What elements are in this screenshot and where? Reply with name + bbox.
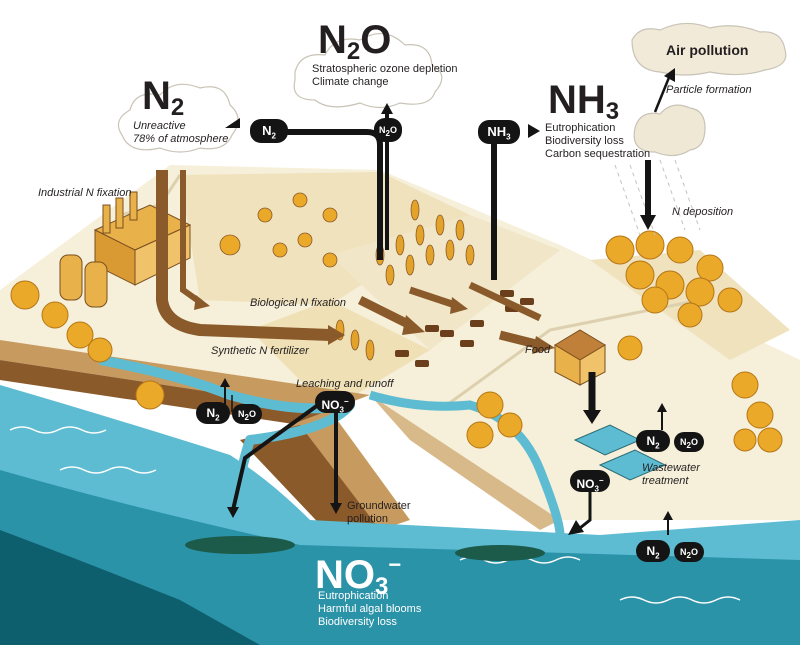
livestock-to-food-flow <box>498 330 542 350</box>
emission-arrowhead <box>657 403 667 412</box>
no3-effects: Eutrophication Harmful algal blooms Biod… <box>318 590 421 629</box>
wastewater-label: Wastewater treatment <box>642 462 700 488</box>
no3-effect-1: Eutrophication <box>318 590 389 602</box>
particle-formation-arrowhead <box>664 68 675 82</box>
field-to-livestock-arrowhead <box>450 297 468 314</box>
wastewater-tank <box>598 449 667 481</box>
wastewater-line-2: treatment <box>642 475 689 487</box>
lake-water-mid <box>0 470 800 645</box>
wave-line <box>59 466 157 474</box>
emission-arrowhead <box>220 378 230 387</box>
bio-fixation-flow <box>180 170 202 305</box>
industrial-fixation-label: Industrial N fixation <box>38 187 132 199</box>
wastewater-line-1: Wastewater <box>642 462 700 474</box>
air-pollution-label: Air pollution <box>666 42 749 58</box>
n2o-effect-1: Stratospheric ozone depletion <box>312 63 458 75</box>
n-deposition-label: N deposition <box>672 206 734 218</box>
nh3-effect-2: Biodiversity loss <box>545 135 624 147</box>
n2-note: Unreactive 78% of atmosphere <box>133 120 228 146</box>
wave-line <box>619 596 741 604</box>
n2-note-line-1: Unreactive <box>133 120 186 132</box>
soil-layer <box>370 395 560 530</box>
nh3-right-arrowhead <box>528 124 540 138</box>
nh3-effect-1: Eutrophication <box>545 122 616 134</box>
bio-fixation-arrowhead <box>194 295 210 310</box>
n2-heading: N2 <box>142 74 185 121</box>
n2-pill-river: N2 <box>196 402 230 424</box>
food-chain-flow <box>468 281 542 322</box>
lake-water-deep <box>0 530 260 645</box>
no3-heading: NO3− <box>315 552 402 600</box>
wastewater-no3-arrowhead <box>568 520 584 535</box>
soil-layer <box>240 425 380 535</box>
leaching-arrowhead <box>330 503 342 514</box>
n2-pill-wastewater: N2 <box>636 430 670 452</box>
n2o-heading: N2O <box>318 18 392 65</box>
n2o-effect-2: Climate change <box>312 76 389 88</box>
n2-note-line-2: 78% of atmosphere <box>133 133 229 145</box>
nh3-effect-3: Carbon sequestration <box>545 148 651 160</box>
n2o-to-n2-arrowhead <box>225 118 240 138</box>
tree-group <box>10 230 783 453</box>
no3-effect-2: Harmful algal blooms <box>318 603 422 615</box>
biological-fixation-label: Biological N fixation <box>250 297 346 309</box>
nh3-cloud <box>633 104 706 157</box>
n2o-up-arrowhead <box>381 103 393 114</box>
n2o-pill-river: N2O <box>232 404 262 424</box>
groundwater-label: Groundwater pollution <box>347 500 411 526</box>
food-to-wastewater-arrowhead <box>583 410 601 424</box>
n2-pill-sea: N2 <box>636 540 670 562</box>
industrial-fixation-flow <box>156 170 331 341</box>
food-label: Food <box>525 344 551 356</box>
n2o-cloud <box>293 33 443 109</box>
runoff-flow <box>231 403 320 511</box>
nh3-heading: NH3 <box>548 78 620 125</box>
n2-pill-top: N2 <box>250 119 288 143</box>
groundwater-line-1: Groundwater <box>347 500 411 512</box>
wastewater-no3-flow <box>579 492 592 530</box>
no3-pill-wastewater: NO3− <box>570 470 610 493</box>
crop-to-livestock-flow <box>357 295 413 330</box>
algal-bloom <box>455 545 545 561</box>
synthetic-fertilizer-label: Synthetic N fertilizer <box>211 345 309 357</box>
n2-cloud <box>117 83 239 153</box>
farmhouse <box>554 329 606 386</box>
no3-pill-leaching: NO3− <box>315 391 355 414</box>
field-patch <box>250 300 430 410</box>
particle-formation-flow <box>653 74 672 113</box>
field-to-livestock-flow <box>408 286 457 309</box>
runoff-arrowhead <box>227 507 239 518</box>
no3-effect-3: Biodiversity loss <box>318 616 397 628</box>
crop-rows <box>335 199 475 361</box>
leaching-runoff-label: Leaching and runoff <box>296 378 394 390</box>
nh3-deposition-arrowhead <box>640 215 656 230</box>
emission-arrowhead <box>663 511 673 520</box>
crop-to-livestock-arrowhead <box>402 315 425 335</box>
n2o-pill-sea: N2O <box>674 542 704 562</box>
wave-line <box>9 426 107 434</box>
nh3-effects: Eutrophication Biodiversity loss Carbon … <box>545 122 650 161</box>
n2o-effects: Stratospheric ozone depletion Climate ch… <box>312 63 458 89</box>
legume-plants <box>219 192 338 268</box>
groundwater-line-2: pollution <box>347 513 388 525</box>
industrial-fixation-arrowhead <box>328 325 345 345</box>
particle-formation-label: Particle formation <box>666 84 752 96</box>
nh3-pill-top: NH3 <box>478 120 520 144</box>
soil-layer <box>290 410 410 530</box>
livestock-to-food-arrowhead <box>532 336 555 354</box>
field-patch <box>180 172 470 305</box>
n2o-pill-top: N2O <box>374 118 402 142</box>
n2o-pill-wastewater: N2O <box>674 432 704 452</box>
algal-bloom <box>185 536 295 554</box>
